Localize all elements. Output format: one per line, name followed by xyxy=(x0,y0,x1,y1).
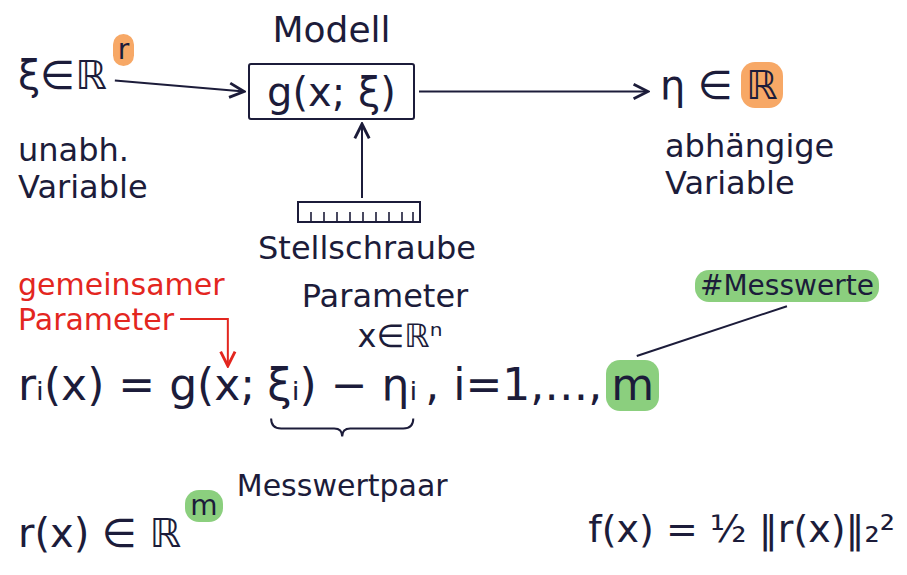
leader-line xyxy=(637,306,787,356)
highlighted-index: m xyxy=(606,360,659,411)
formula: f(x) = ½ ‖r(x)‖₂² xyxy=(588,508,895,552)
math-label: η ∈ xyxy=(660,62,733,108)
exponent-mark: r xyxy=(113,34,135,66)
exponent-mark: m xyxy=(185,490,222,522)
input-arrow xyxy=(115,81,244,92)
parameter-arrow xyxy=(361,124,363,198)
variable-note: abhängige Variable xyxy=(665,128,865,202)
model-formula: g(x; ξ) xyxy=(267,69,396,115)
parameter-label: Parameter xyxy=(302,278,468,315)
formula-part: , i=1,…, xyxy=(425,360,602,411)
adjustment-slider xyxy=(298,202,420,222)
variable-note: unabh. Variable xyxy=(18,132,168,206)
math-label: r(x) ∈ ℝ xyxy=(18,510,181,556)
output-arrow xyxy=(419,91,648,93)
formula-part: ξᵢ) − ηᵢ xyxy=(267,360,417,411)
pointer-arrow xyxy=(180,319,228,366)
box-heading: Modell xyxy=(272,9,390,50)
math-label: x∈ℝⁿ xyxy=(358,318,443,355)
slider-body xyxy=(298,202,420,222)
knob-label: Stellschraube xyxy=(258,230,476,267)
formula-part: rᵢ(x) = g(x; xyxy=(18,360,255,411)
highlighted-set: ℝ xyxy=(741,62,783,108)
math-label: ξ∈ℝ xyxy=(18,52,107,98)
brace-label: Messwertpaar xyxy=(237,469,448,504)
red-note: gemeinsamer Parameter xyxy=(18,268,233,337)
slider-ticks xyxy=(311,212,413,222)
underbrace xyxy=(271,419,413,437)
highlighted-note: #Messwerte xyxy=(695,270,879,302)
model-box: Modellg(x; ξ) xyxy=(248,63,415,120)
